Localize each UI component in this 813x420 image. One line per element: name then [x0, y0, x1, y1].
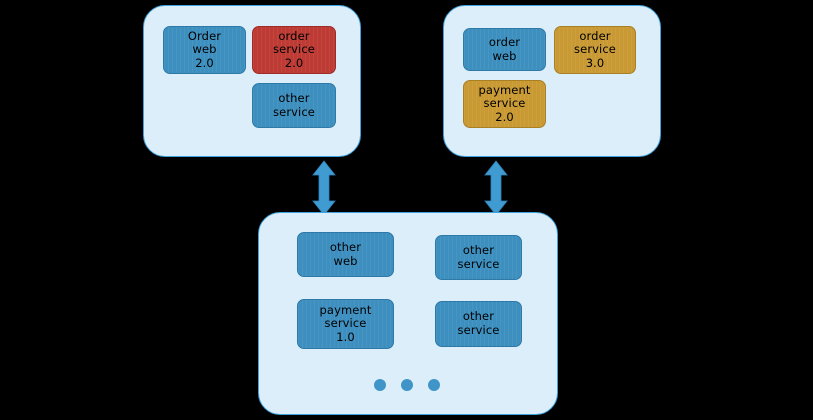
service-box-payment-service-2.0[interactable]: payment service 2.0: [463, 80, 546, 128]
service-label: order service 3.0: [574, 28, 616, 70]
ellipsis-dot: [374, 379, 386, 391]
service-box-order-web-2.0[interactable]: Order web 2.0: [163, 26, 246, 74]
service-box-other-service-top-left[interactable]: other service: [252, 83, 336, 128]
service-label: payment service 2.0: [478, 82, 531, 124]
ellipsis-dot: [428, 379, 440, 391]
group-panel-bottom[interactable]: other web other service payment service …: [258, 212, 558, 415]
group-panel-top-right[interactable]: order web order service 3.0 payment serv…: [443, 5, 661, 157]
service-box-order-web[interactable]: order web: [463, 28, 546, 71]
service-box-order-service-3.0[interactable]: order service 3.0: [554, 26, 636, 74]
ellipsis-dot: [401, 379, 413, 391]
service-box-payment-service-1.0[interactable]: payment service 1.0: [297, 299, 394, 349]
service-label: other service: [457, 309, 500, 337]
service-box-order-service-2.0[interactable]: order service 2.0: [252, 26, 336, 74]
service-label: order web: [488, 34, 521, 63]
bidirectional-arrow-left: [311, 160, 337, 216]
service-label: payment service 1.0: [319, 302, 372, 344]
service-label: Order web 2.0: [187, 28, 222, 70]
ellipsis-dots: [374, 379, 440, 391]
arrow-left-icon: [312, 160, 336, 216]
service-box-other-web[interactable]: other web: [297, 232, 394, 277]
service-label: order service 2.0: [273, 28, 315, 70]
service-label: other service: [273, 90, 315, 119]
bidirectional-arrow-right: [483, 160, 509, 216]
service-label: other service: [457, 242, 500, 271]
group-panel-top-left[interactable]: Order web 2.0 order service 2.0 other se…: [143, 5, 361, 157]
service-box-other-service-bottom-1[interactable]: other service: [435, 235, 522, 280]
arrow-right-icon: [484, 160, 508, 216]
service-box-other-service-bottom-2[interactable]: other service: [435, 301, 522, 347]
service-label: other web: [329, 239, 362, 268]
